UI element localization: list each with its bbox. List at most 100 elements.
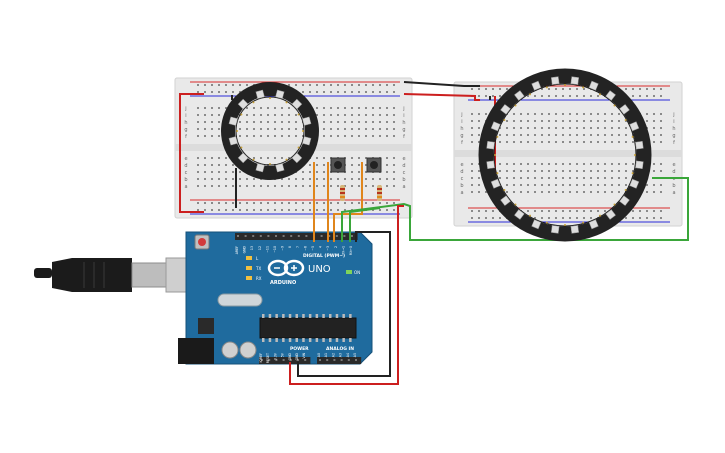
- breadboard-hole: [548, 217, 550, 219]
- breadboard-hole: [639, 217, 641, 219]
- ring-pad: [624, 189, 627, 191]
- header-pin[interactable]: [347, 359, 350, 361]
- header-pin[interactable]: [290, 235, 293, 237]
- wire-green-large-ring[interactable]: [341, 177, 689, 242]
- breadboard-hole: [288, 209, 290, 211]
- breadboard-hole: [260, 128, 262, 130]
- breadboard-hole: [330, 185, 332, 187]
- header-pin[interactable]: [237, 235, 239, 237]
- breadboard-hole: [351, 178, 353, 180]
- breadboard-hole: [316, 107, 318, 109]
- wire-red-5v[interactable]: [289, 205, 404, 385]
- ring-large-leds: [486, 76, 644, 234]
- row-letter: j: [184, 106, 186, 112]
- breadboard-hole: [267, 135, 269, 137]
- breadboard-hole: [611, 113, 613, 115]
- wire-orange-button-2[interactable]: [333, 162, 363, 242]
- header-pin[interactable]: [351, 235, 353, 237]
- neopixel-ring-24[interactable]: [478, 68, 652, 242]
- header-pin[interactable]: [289, 359, 292, 361]
- breadboard-hole: [295, 202, 297, 204]
- header-pin[interactable]: [252, 235, 255, 237]
- header-pin[interactable]: [340, 359, 343, 361]
- breadboard-hole: [323, 202, 325, 204]
- header-pin[interactable]: [335, 235, 338, 237]
- breadboard-hole: [520, 127, 522, 129]
- header-pin[interactable]: [305, 235, 308, 237]
- pin-label: IOREF: [259, 353, 263, 363]
- chip-pin: [268, 314, 272, 318]
- neopixel-ring-12[interactable]: [221, 82, 319, 180]
- header-pin[interactable]: [297, 235, 300, 237]
- usb-cable[interactable]: [34, 257, 197, 293]
- capacitor-1: [221, 341, 239, 359]
- breadboard-hole: [478, 120, 480, 122]
- breadboard-hole: [520, 120, 522, 122]
- breadboard-hole: [562, 210, 564, 212]
- push-button-1[interactable]: [330, 157, 346, 173]
- resistor-1[interactable]: [340, 185, 345, 201]
- dc-power-jack[interactable]: [178, 338, 214, 364]
- header-pin[interactable]: [328, 235, 331, 237]
- chip-pin: [308, 338, 312, 342]
- header-pin[interactable]: [320, 235, 323, 237]
- breadboard-hole: [372, 114, 374, 116]
- wire-black-gnd[interactable]: [297, 231, 391, 377]
- breadboard-hole: [379, 209, 381, 211]
- header-pin[interactable]: [297, 359, 299, 361]
- header-pin[interactable]: [261, 359, 263, 361]
- wire-black-bridge[interactable]: [403, 81, 480, 87]
- push-button-2[interactable]: [366, 157, 382, 173]
- header-pin[interactable]: [333, 359, 336, 361]
- resistor-2[interactable]: [377, 185, 382, 201]
- breadboard-hole: [344, 114, 346, 116]
- breadboard-hole: [576, 88, 578, 90]
- breadboard-hole: [527, 170, 529, 172]
- neopixel-led: [237, 98, 249, 110]
- wire-red-bridge[interactable]: [403, 93, 480, 101]
- pin-label: A5: [353, 353, 357, 357]
- header-pin[interactable]: [304, 359, 307, 361]
- header-pin[interactable]: [343, 235, 346, 237]
- breadboard-hole: [478, 113, 480, 115]
- header-pin[interactable]: [268, 359, 271, 361]
- row-letter: e: [672, 162, 675, 168]
- breadboard-hole: [274, 135, 276, 137]
- breadboard-hole: [253, 107, 255, 109]
- breadboard-hole: [499, 163, 501, 165]
- breadboard-hole: [330, 202, 332, 204]
- wire-green-short[interactable]: [349, 207, 381, 242]
- header-pin[interactable]: [275, 359, 278, 361]
- breadboard-hole: [555, 134, 557, 136]
- ring-pad: [529, 214, 531, 217]
- breadboard-hole: [639, 210, 641, 212]
- header-pin[interactable]: [355, 359, 357, 361]
- header-pin[interactable]: [326, 359, 329, 361]
- header-pin[interactable]: [282, 235, 285, 237]
- wire-red-left-rail-loop[interactable]: [179, 93, 204, 213]
- header-pin[interactable]: [319, 359, 321, 361]
- breadboard-hole: [330, 135, 332, 137]
- breadboard-hole: [506, 177, 508, 179]
- row-letter: a: [184, 184, 187, 190]
- row-letter: f: [403, 134, 405, 140]
- breadboard-hole: [393, 128, 395, 130]
- header-pin[interactable]: [267, 235, 270, 237]
- header-pin[interactable]: [282, 359, 285, 361]
- breadboard-hole: [555, 127, 557, 129]
- breadboard-hole: [372, 185, 374, 187]
- breadboard-hole: [604, 141, 606, 143]
- ring-pad: [240, 113, 243, 116]
- header-pin[interactable]: [259, 235, 262, 237]
- breadboard-hole: [323, 164, 325, 166]
- breadboard-hole: [520, 113, 522, 115]
- breadboard-hole: [583, 177, 585, 179]
- header-pin[interactable]: [275, 235, 277, 237]
- breadboard-hole: [562, 163, 564, 165]
- header-pin[interactable]: [244, 235, 247, 237]
- pin-label: RESET: [266, 353, 270, 363]
